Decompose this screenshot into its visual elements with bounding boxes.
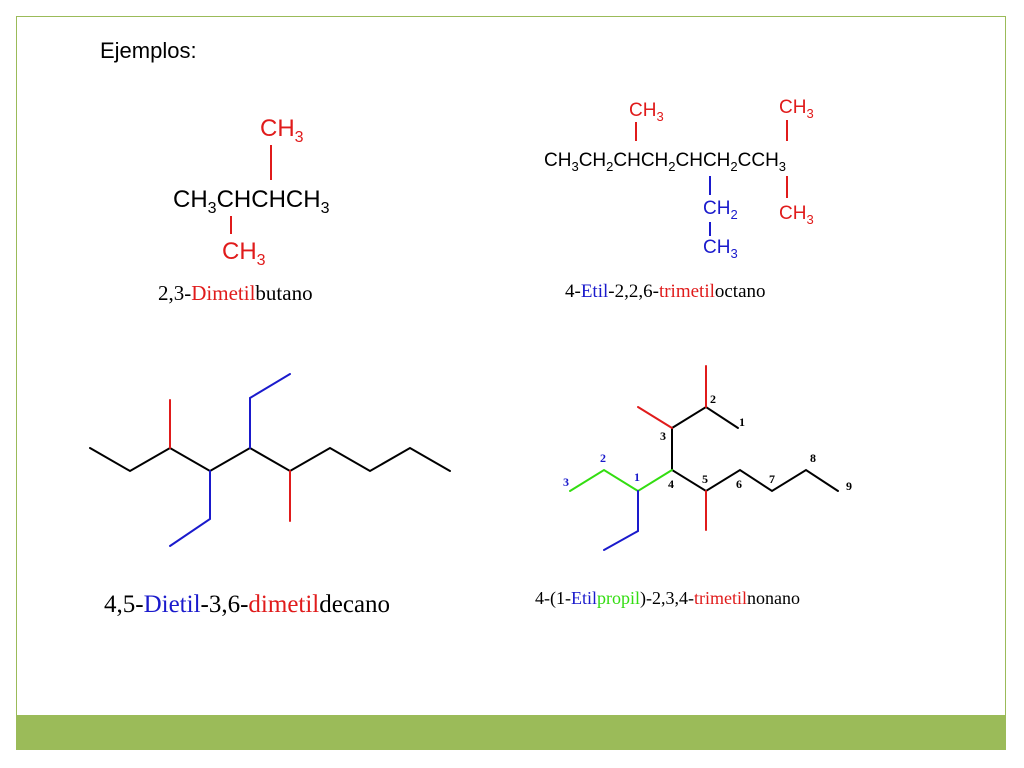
ex2-main-chain: CH3CH2CHCH2CHCH2CCH3 (544, 150, 786, 174)
locant-3: 3 (660, 429, 666, 443)
locant-propyl-2: 2 (600, 451, 606, 465)
locant-propyl-3: 3 (563, 475, 569, 489)
ex4-compound-name: 4-(1-Etilpropil)-2,3,4-trimetilnonano (535, 588, 800, 609)
ex1-main-chain: CH3CHCHCH3 (173, 186, 330, 217)
ex4-methyl-c3 (637, 406, 673, 429)
example-4-skeletal-formula (569, 365, 839, 551)
ex4-propyl-branch (569, 468, 673, 493)
locant-4: 4 (668, 477, 674, 491)
example-1-condensed-formula: CH3 CH3CHCHCH3 CH3 2,3-Dimetilbutano (158, 115, 330, 305)
footer-band (16, 715, 1006, 750)
ex1-methyl-top: CH3 (260, 115, 304, 146)
ex3-ethyl-c5 (249, 373, 291, 449)
locant-7: 7 (769, 472, 775, 486)
locant-9: 9 (846, 479, 852, 493)
locant-2: 2 (710, 392, 716, 406)
ex1-compound-name: 2,3-Dimetilbutano (158, 281, 313, 305)
ex3-main-chain (89, 446, 451, 473)
example-3-skeletal-formula (89, 373, 451, 547)
ex3-ethyl-c4 (169, 470, 211, 547)
ex4-locants: 1 2 3 4 5 6 7 8 9 1 2 3 (563, 392, 852, 493)
ex2-methyl-bottom: CH3 (779, 203, 814, 227)
locant-propyl-1: 1 (634, 470, 640, 484)
ex4-main-chain-1-3 (671, 405, 739, 429)
ex2-methyl-top-1: CH3 (629, 100, 664, 124)
locant-1: 1 (739, 415, 745, 429)
locant-5: 5 (702, 472, 708, 486)
slide-heading: Ejemplos: (100, 38, 197, 63)
ex1-methyl-bottom: CH3 (222, 238, 266, 269)
example-2-condensed-formula: CH3 CH3 CH3CH2CHCH2CHCH2CCH3 CH2 CH3 CH3… (544, 97, 814, 302)
ex2-methyl-top-2: CH3 (779, 97, 814, 121)
slide-frame (16, 16, 1006, 750)
ex2-ethyl-ch3: CH3 (703, 237, 738, 261)
locant-8: 8 (810, 451, 816, 465)
ex2-compound-name: 4-Etil-2,2,6-trimetiloctano (565, 281, 766, 302)
ex3-compound-name: 4,5-Dietil-3,6-dimetildecano (104, 591, 390, 618)
ex2-ethyl-ch2: CH2 (703, 198, 738, 222)
ex4-ethyl-on-propyl (603, 490, 639, 551)
locant-6: 6 (736, 477, 742, 491)
